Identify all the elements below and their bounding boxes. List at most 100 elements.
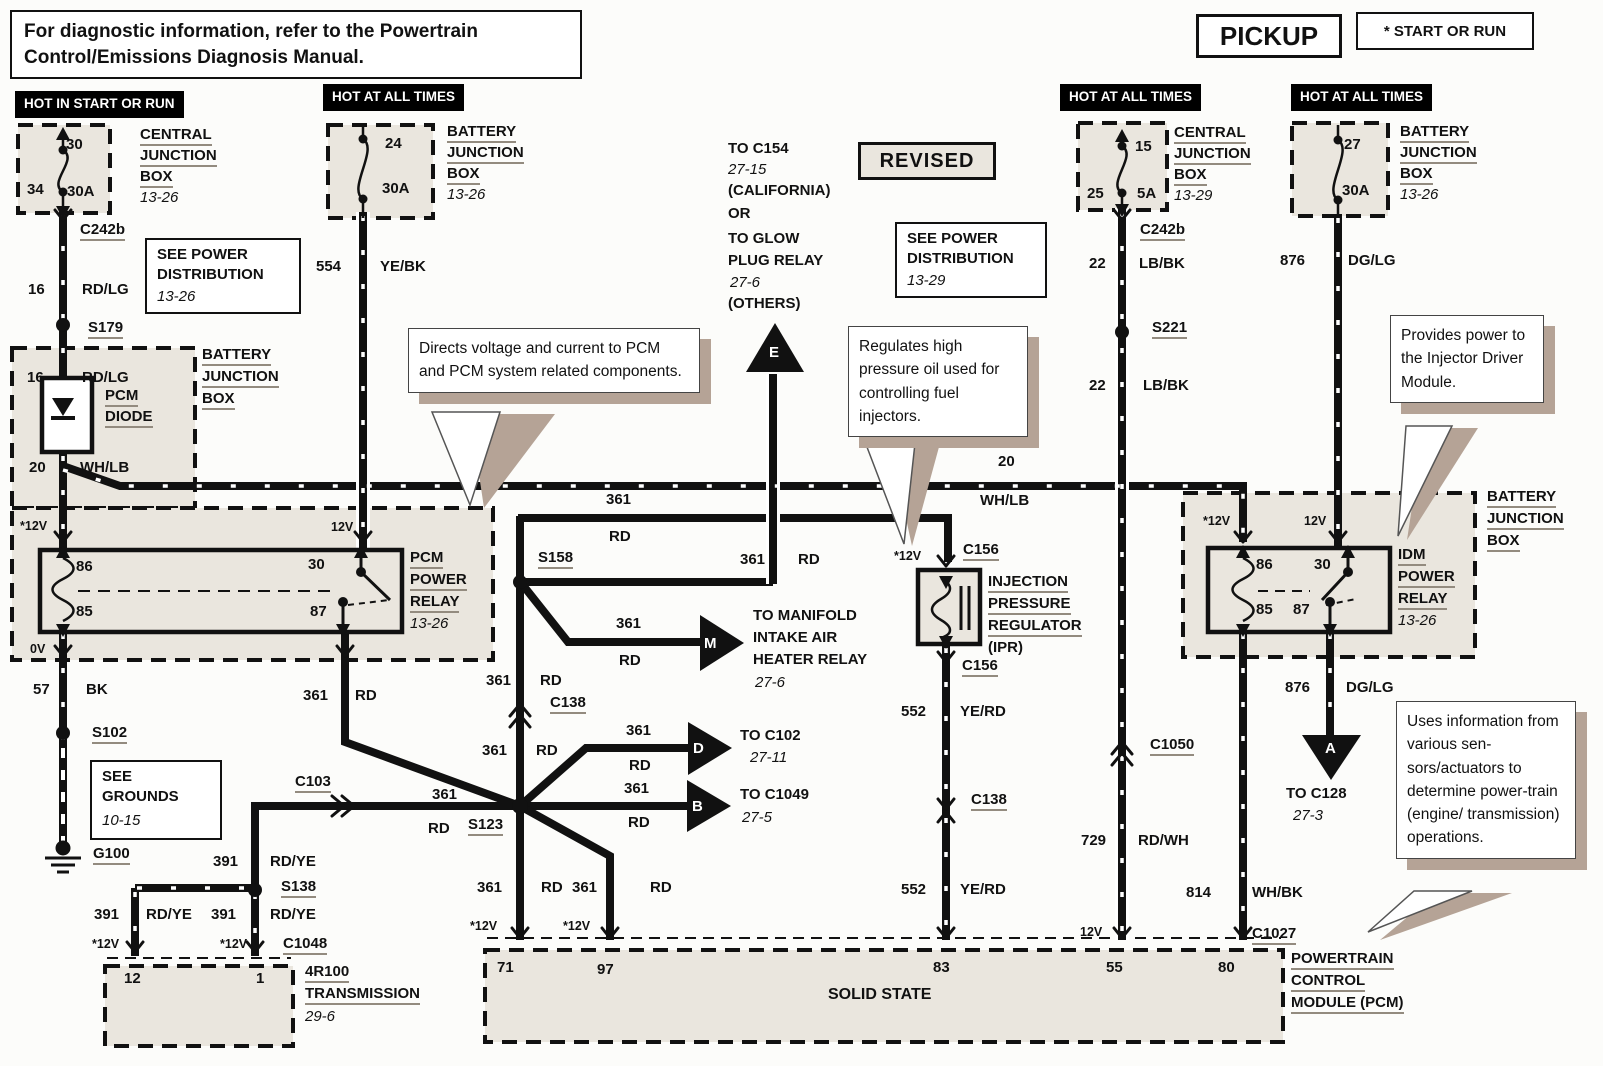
wire-361-manifold-branch [518, 581, 702, 646]
wire-color-label: RD [355, 687, 377, 704]
see-power-note-box [895, 222, 1047, 298]
wire-gauge-label: 391 [213, 853, 239, 870]
wire-color-label: RD/WH [1138, 832, 1189, 849]
callout-idm: Provides power to the Injector Driver Mo… [1390, 315, 1544, 403]
destination-label: TO C1049 [740, 786, 809, 803]
arrow-letter-m: M [704, 635, 717, 652]
page-ref: 27-5 [742, 809, 773, 826]
connector-c242b2-icon [1112, 208, 1132, 222]
wire-gauge-label: 361 [616, 615, 642, 632]
arrow-letter-d: D [693, 740, 704, 757]
pcm-pin55-terminal [1112, 926, 1132, 940]
splice-s179 [56, 318, 70, 332]
arrow-e-icon [746, 323, 804, 372]
splice-label: S158 [538, 549, 574, 570]
arrow-letter-e: E [769, 344, 780, 361]
voltage-label: 0V [30, 642, 46, 656]
callout-pcm-function: Uses information from various sen-sors/a… [1396, 701, 1576, 859]
pcm-pin80-terminal [1233, 926, 1253, 940]
wire-gauge-label: 57 [33, 681, 50, 698]
component-title: DIODE [105, 408, 153, 429]
pcm-diode-symbol-box [39, 375, 95, 455]
connector-trans12-icon [125, 940, 145, 954]
splice-s102 [56, 726, 70, 740]
component-title: PCM [105, 387, 139, 408]
component-title: PRESSURE [988, 595, 1071, 616]
connector-label: C242b [80, 221, 126, 242]
wire-color-label: RD/YE [146, 906, 192, 923]
junction-box-outlines [10, 121, 1477, 1048]
fuse-rating-label: 30A [1342, 182, 1370, 199]
relay-pin-label: 30 [1314, 556, 1331, 573]
component-title: JUNCTION [1400, 144, 1477, 165]
bjb-fuse-box [326, 123, 435, 220]
component-title: CENTRAL [140, 126, 212, 147]
wire-color-label: RD/LG [82, 369, 129, 386]
start-or-run-legend: * START OR RUN [1356, 12, 1534, 50]
wire-gauge-label: 361 [624, 780, 650, 797]
wire-gauge-label: 814 [1186, 884, 1212, 901]
page-ref: 13-29 [907, 272, 946, 289]
component-title: RELAY [410, 593, 460, 614]
idm-12v-terminal2 [1328, 530, 1348, 544]
wire-gauge-label: 16 [28, 281, 45, 298]
component-title: CENTRAL [1174, 124, 1246, 145]
wire-color-label: DG/LG [1346, 679, 1394, 696]
component-title: BATTERY [447, 123, 517, 144]
connector-c242b-icon [53, 208, 73, 222]
relay-pin-label: 87 [310, 603, 327, 620]
wire-gauge-label: 361 [482, 742, 508, 759]
wire-gauge-label: 361 [477, 879, 503, 896]
ground-label: G100 [93, 845, 130, 866]
wire-color-label: LB/BK [1139, 255, 1185, 272]
component-title: BATTERY [202, 346, 272, 367]
destination-label: TO C102 [740, 727, 801, 744]
fuse-rating-label: 30A [67, 183, 95, 200]
banner-hot-at-all-times: HOT AT ALL TIMES [1291, 84, 1432, 111]
splice-label: S123 [468, 816, 504, 837]
component-title: BATTERY [1400, 123, 1470, 144]
note-line: SEE POWER [907, 230, 998, 247]
voltage-label: *12V [563, 919, 591, 933]
component-title: JUNCTION [140, 147, 217, 168]
wire-361-pin97-branch [518, 802, 614, 940]
wire-gauge-label: 20 [29, 459, 46, 476]
destination-label: (CALIFORNIA) [728, 182, 831, 199]
component-title: RELAY [1398, 590, 1448, 611]
voltage-label: 12V [1304, 514, 1327, 528]
splice-label: S179 [88, 319, 124, 340]
component-title: MODULE (PCM) [1291, 994, 1404, 1015]
wire-color-label: RD/YE [270, 906, 316, 923]
page-ref: 29-6 [305, 1008, 336, 1025]
component-title: BOX [1487, 532, 1520, 553]
arrow-d-icon [688, 722, 732, 775]
fuse-pin-label: 25 [1087, 185, 1104, 202]
wire-gauge-label: 20 [998, 453, 1015, 470]
voltage-label: *12V [220, 937, 248, 951]
pcm-pin-label: 97 [597, 961, 614, 978]
wire-color-label: WH/LB [980, 492, 1030, 509]
connector-label: C156 [963, 541, 999, 562]
relay-coil-icon [1231, 556, 1255, 623]
fuse-pin-label: 27 [1344, 136, 1361, 153]
relay-0v-terminal [53, 644, 73, 658]
connector-c156-icon [936, 554, 956, 568]
banner-hot-at-all-times: HOT AT ALL TIMES [1060, 84, 1201, 111]
page-ref: 13-26 [1398, 612, 1437, 629]
note-line: GROUNDS [102, 788, 179, 805]
wire-color-label: RD/YE [270, 853, 316, 870]
connector-c138b-icon [936, 797, 956, 824]
wire-color-label: YE/RD [960, 703, 1006, 720]
pcm-box [483, 948, 1285, 1044]
fuse-rating-label: 5A [1137, 185, 1157, 202]
page-ref: 13-26 [410, 615, 449, 632]
voltage-label: *12V [1203, 514, 1231, 528]
wire-color-label: DG/LG [1348, 252, 1396, 269]
component-title: BOX [1174, 166, 1207, 187]
destination-label: TO GLOW [728, 230, 800, 247]
wire-gauge-label: 552 [901, 881, 927, 898]
revised-badge: REVISED [858, 142, 996, 180]
splice-s123 [512, 798, 528, 814]
destination-arrows [687, 323, 1361, 832]
